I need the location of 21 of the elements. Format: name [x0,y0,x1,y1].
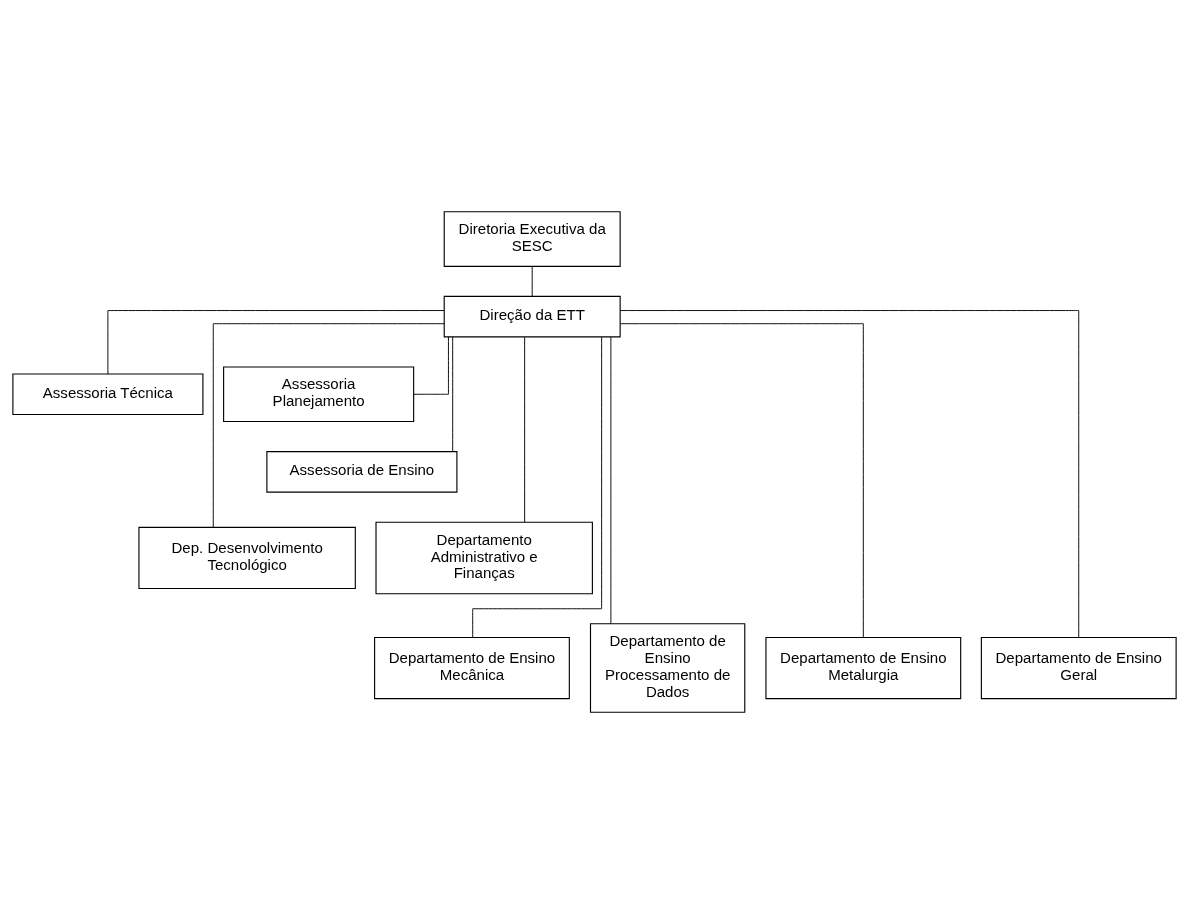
connector [107,310,445,375]
connector [452,336,454,453]
connector [610,336,612,625]
node-box: Departamento de Ensino Processamento de Dados [589,623,746,713]
connector [620,323,864,638]
connector [531,266,533,297]
node-box: Assessoria de Ensino [266,451,458,493]
connector [413,336,449,395]
node-box: Diretoria Executiva da SESC [443,211,621,267]
node-box: Direção da ETT [443,295,621,338]
node-box: Departamento de Ensino Metalurgia [765,636,962,700]
connector [212,323,445,528]
node-box: Assessoria Técnica [12,373,204,416]
node-box: Assessoria Planejamento [223,366,415,423]
node-box: Dep. Desenvolvimento Tecnológico [138,526,356,590]
connector [619,310,1080,638]
connector [524,336,526,523]
node-box: Departamento de Ensino Geral [980,636,1177,700]
node-box: Departamento de Ensino Mecânica [374,636,570,700]
connector [472,336,603,638]
node-box: Departamento Administrativo e Finanças [375,521,593,595]
